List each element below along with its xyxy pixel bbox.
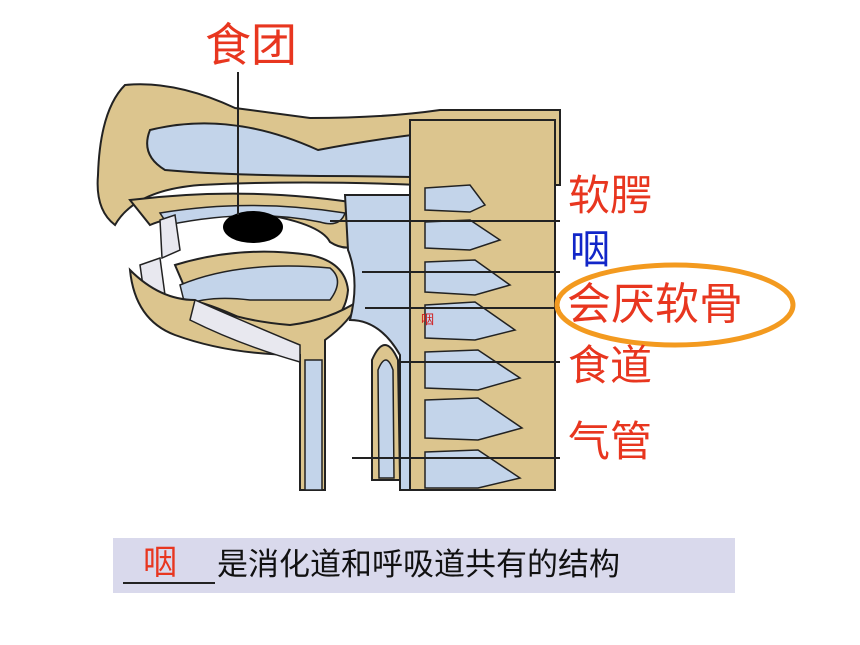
label-bolus: 食团	[205, 18, 297, 72]
food-bolus	[223, 211, 283, 243]
fill-in-blank	[123, 544, 215, 584]
label-soft-palate: 软腭	[568, 171, 653, 220]
caption-text: 是消化道和呼吸道共有的结构	[217, 547, 620, 583]
blank-answer: 咽	[143, 543, 177, 583]
esophagus-tube	[304, 359, 323, 491]
label-esophagus: 食道	[568, 341, 653, 390]
label-trachea: 气管	[568, 417, 653, 466]
label-pharynx: 咽	[570, 227, 610, 273]
pharynx-region	[343, 194, 411, 491]
epiglottis-highlight-ring	[554, 262, 796, 348]
vertebrae	[424, 184, 524, 489]
hyoid-area	[189, 298, 301, 363]
spine	[409, 119, 556, 491]
trachea-tube	[377, 359, 395, 479]
caption-box: 咽 是消化道和呼吸道共有的结构	[113, 538, 735, 593]
label-pharynx-small: 咽	[421, 313, 435, 328]
oral-cavity	[179, 265, 339, 307]
label-epiglottis: 会厌软骨	[567, 279, 743, 330]
